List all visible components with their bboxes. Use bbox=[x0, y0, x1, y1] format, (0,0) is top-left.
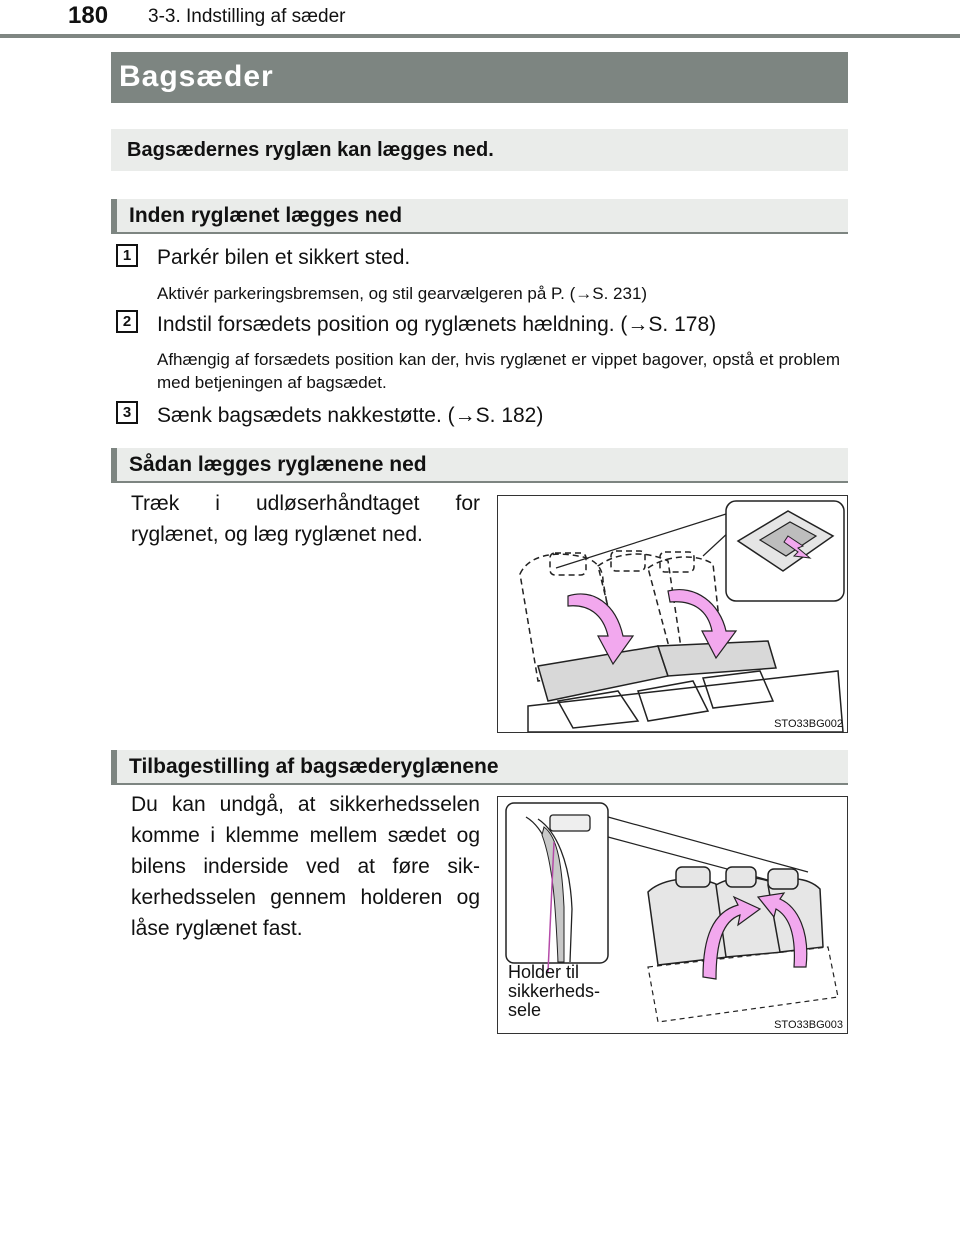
step-number-1: 1 bbox=[116, 244, 138, 267]
restore-seat-illustration bbox=[505, 802, 839, 1023]
fold-instruction-text: Træk i udløserhåndtaget for ryglænet, og… bbox=[131, 492, 480, 546]
fold-seat-figure: STO33BG002 bbox=[497, 495, 848, 733]
section-heading-restore: Tilbagestilling af bagsæderyglænene bbox=[111, 750, 848, 785]
section-heading-text: Tilbagestilling af bagsæderyglænene bbox=[129, 755, 499, 778]
section-heading-text: Sådan lægges ryglænene ned bbox=[129, 453, 427, 476]
figure-code: STO33BG002 bbox=[774, 718, 843, 730]
page-title-bar: Bagsæder bbox=[111, 52, 848, 103]
step-number-3: 3 bbox=[116, 401, 138, 424]
header-rule bbox=[0, 34, 960, 38]
intro-box: Bagsædernes ryglæn kan lægges ned. bbox=[111, 129, 848, 171]
step-note-1: Aktivér parkeringsbremsen, og stil gearv… bbox=[157, 284, 648, 303]
step-title-1: Parkér bilen et sikkert sted. bbox=[157, 246, 411, 269]
page-number: 180 bbox=[68, 2, 109, 29]
restore-instruction-text: Du kan undgå, at sikkerhedsselen komme i… bbox=[131, 793, 480, 940]
step-title-2: Indstil forsædets position og ryglænets … bbox=[157, 313, 717, 336]
intro-text: Bagsædernes ryglæn kan lægges ned. bbox=[127, 139, 494, 161]
fold-seat-illustration bbox=[519, 500, 845, 732]
restore-seat-figure: Holder til sikkerheds- sele STO33BG003 bbox=[497, 796, 848, 1034]
callout-line: sikkerheds- bbox=[508, 981, 601, 1001]
page-title: Bagsæder bbox=[119, 60, 274, 93]
figure-code: STO33BG003 bbox=[774, 1019, 843, 1031]
section-heading-before: Inden ryglænet lægges ned bbox=[111, 199, 848, 234]
callout-line: Holder til bbox=[508, 962, 580, 982]
step-title-3: Sænk bagsædets nakkestøtte. (→S. 182) bbox=[157, 404, 544, 427]
running-head: 3-3. Indstilling af sæder bbox=[148, 6, 346, 27]
step-note-2: Afhængig af forsædets position kan der, … bbox=[157, 350, 840, 392]
seatbelt-holder-callout: Holder til sikkerheds- sele bbox=[508, 963, 600, 1020]
section-heading-fold: Sådan lægges ryglænene ned bbox=[111, 448, 848, 483]
step-number-2: 2 bbox=[116, 310, 138, 333]
callout-line: sele bbox=[508, 1000, 542, 1020]
section-heading-text: Inden ryglænet lægges ned bbox=[129, 204, 403, 227]
